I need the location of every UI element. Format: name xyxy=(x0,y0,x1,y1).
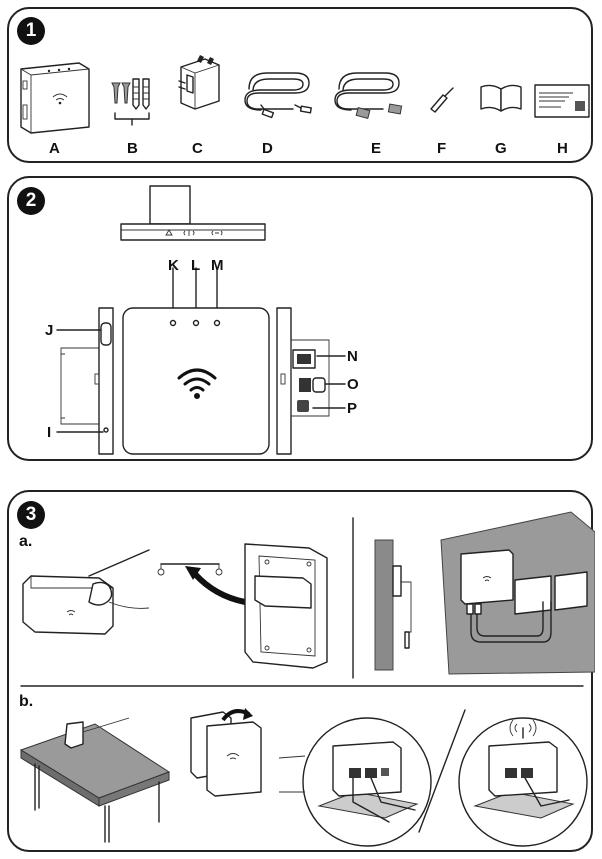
manual-booklet-icon xyxy=(480,84,522,112)
device-overview-panel: 2 xyxy=(7,176,593,461)
screws-and-anchors-icon xyxy=(111,78,150,126)
parts-panel: 1 xyxy=(7,7,593,163)
part-label-d: D xyxy=(262,140,273,157)
installation-panel: 3 a. b. xyxy=(7,490,595,852)
step-number-badge: 1 xyxy=(17,17,45,45)
led-label-l: L xyxy=(191,257,201,274)
part-label-a: A xyxy=(49,140,60,157)
part-label-c: C xyxy=(192,140,203,157)
info-card-icon xyxy=(534,84,590,118)
step-number-badge: 3 xyxy=(17,501,45,529)
reset-pin-icon xyxy=(430,87,454,113)
port-label-o: O xyxy=(347,376,359,393)
indicator-icons xyxy=(165,229,223,236)
part-label-b: B xyxy=(127,140,138,157)
parts-illustrations xyxy=(20,55,590,134)
step-b-label: b. xyxy=(19,693,34,710)
button-label-j: J xyxy=(45,322,54,339)
port-label-n: N xyxy=(347,348,358,365)
reset-label-i: I xyxy=(47,424,52,441)
router-device-icon xyxy=(20,62,90,134)
part-label-g: G xyxy=(495,140,507,157)
part-label-f: F xyxy=(437,140,447,157)
part-label-h: H xyxy=(557,140,568,157)
device-overview-illustration xyxy=(56,185,346,455)
power-adapter-icon xyxy=(178,55,220,110)
port-label-p: P xyxy=(347,400,358,417)
part-label-e: E xyxy=(371,140,382,157)
ethernet-cable-icon xyxy=(334,72,403,120)
usb-cable-icon xyxy=(244,72,312,119)
step-number-badge: 2 xyxy=(17,187,45,215)
led-label-m: M xyxy=(211,257,224,274)
antenna-signal-icon xyxy=(509,719,537,739)
installation-illustration xyxy=(19,511,595,847)
wifi-logo-icon xyxy=(177,368,217,399)
led-label-k: K xyxy=(168,257,179,274)
step-a-label: a. xyxy=(19,533,33,550)
